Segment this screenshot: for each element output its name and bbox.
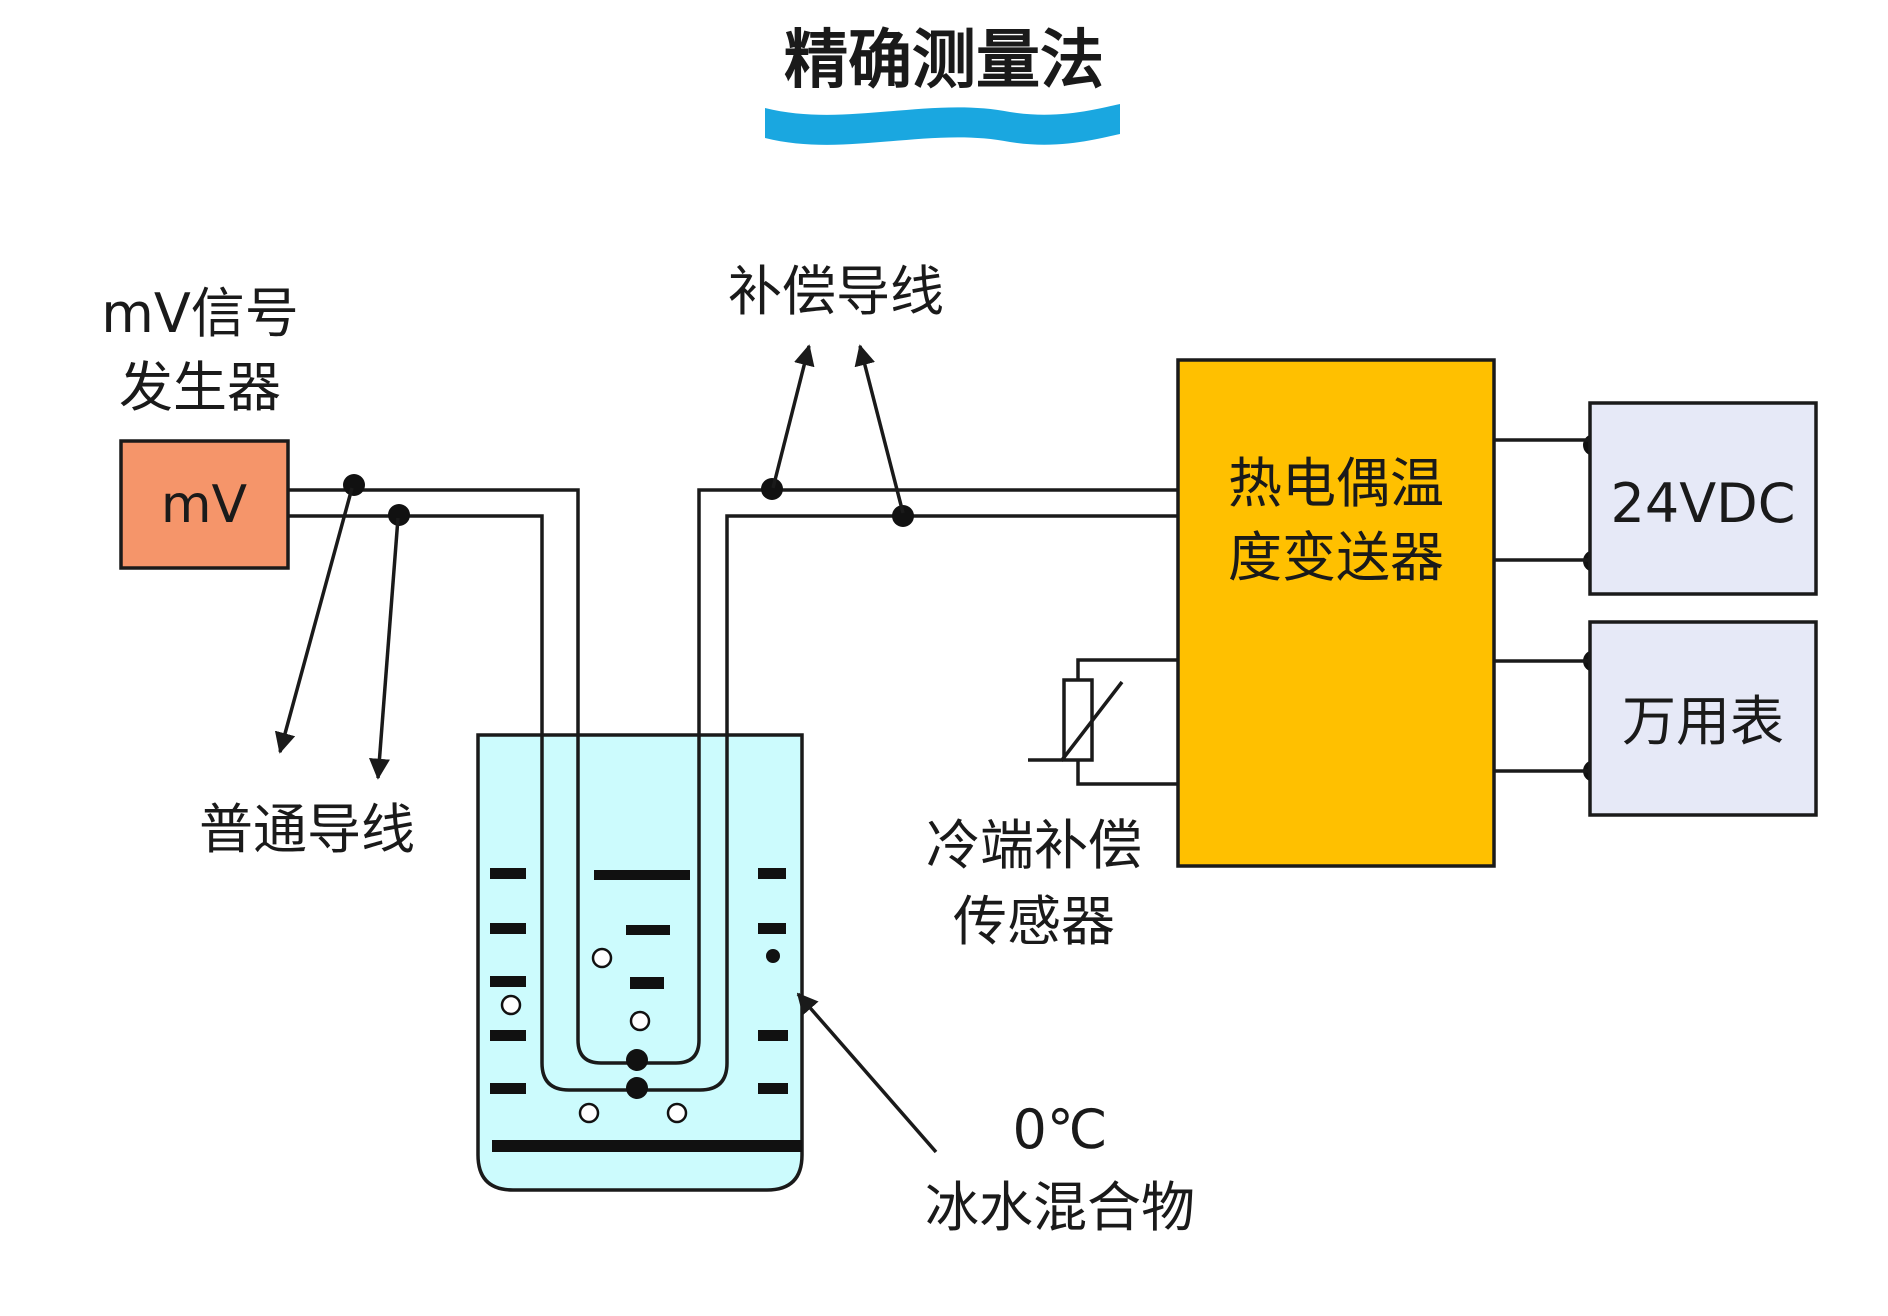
arrow-icon <box>771 344 815 489</box>
transmitter-label-line2: 度变送器 <box>1228 526 1444 589</box>
diagram-title: 精确测量法 <box>784 24 1104 98</box>
cold-junction-label-line1: 冷端补偿 <box>926 814 1142 877</box>
arrow-icon <box>274 487 354 754</box>
ice-water-label-line1: 0℃ <box>1012 1098 1107 1161</box>
multimeter-box <box>1588 620 1818 817</box>
common-wire-label: 普通导线 <box>199 798 415 861</box>
resistor-sensor-slash <box>1028 680 1124 762</box>
wave-underline-icon <box>765 104 1120 145</box>
ice-cubes <box>490 868 802 1152</box>
ice-water-container <box>476 733 804 1192</box>
mv-generator-box-label: mV <box>161 475 248 535</box>
generator-label-line2: 发生器 <box>119 356 281 419</box>
multimeter-label: 万用表 <box>1622 690 1784 753</box>
compensation-wire-label: 补偿导线 <box>728 260 944 323</box>
power-supply-label: 24VDC <box>1611 472 1796 535</box>
resistor-sensor-icon <box>1062 678 1094 762</box>
arrow-icon <box>854 344 905 514</box>
power-wires <box>1494 438 1590 562</box>
power-supply-box <box>1588 401 1818 596</box>
cold-junction-wires <box>1076 658 1178 786</box>
transmitter-label-line1: 热电偶温 <box>1228 452 1444 515</box>
ice-water-label-line2: 冰水混合物 <box>925 1176 1195 1239</box>
arrow-icon <box>369 517 400 780</box>
arrow-icon <box>796 992 938 1154</box>
bubbles <box>500 947 780 1124</box>
cold-junction-label-line2: 传感器 <box>953 890 1115 953</box>
mv-generator-box <box>119 439 290 570</box>
generator-label-line1: mV信号 <box>101 282 299 345</box>
multimeter-wires <box>1494 659 1590 773</box>
thermocouple-transmitter-box <box>1176 358 1496 868</box>
